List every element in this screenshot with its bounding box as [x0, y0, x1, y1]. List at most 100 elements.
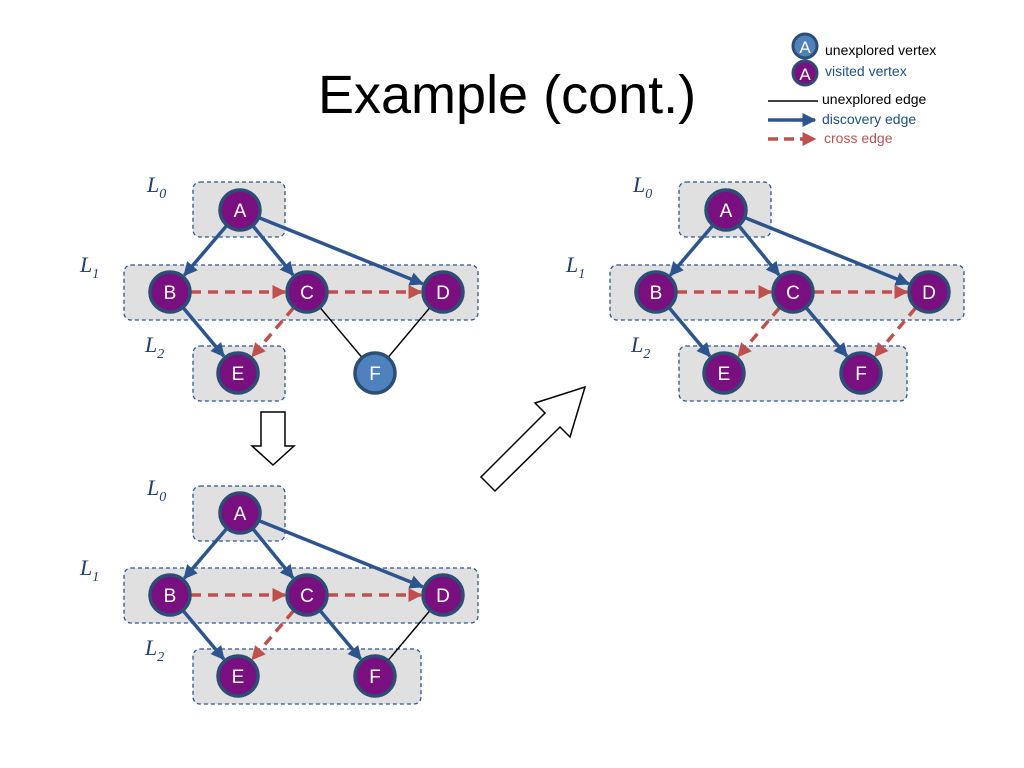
- vertex-b-circle: [148, 573, 192, 617]
- vertex-a-label: A: [234, 201, 247, 222]
- vertex-d-label: D: [436, 283, 450, 304]
- vertex-e-circle: [216, 654, 260, 698]
- vertex-d: D: [907, 270, 951, 314]
- vertex-a: A: [218, 491, 262, 535]
- vertex-b: B: [148, 270, 192, 314]
- legend-cross-edge-label: cross edge: [824, 130, 893, 146]
- edge-a-c-discovery: [737, 225, 781, 277]
- edge-a-d-discovery: [744, 216, 910, 286]
- vertex-c-label: C: [300, 283, 314, 304]
- level-label-l1: L1: [79, 252, 99, 282]
- vertex-c: C: [771, 270, 815, 314]
- legend-visited-vertex: A visited vertex: [791, 59, 907, 87]
- legend: A unexplored vertex A visited vertex une…: [768, 32, 936, 146]
- legend-unexplored-vertex-label: unexplored vertex: [825, 42, 936, 58]
- level-label-l1: L1: [565, 252, 585, 282]
- vertex-e: E: [702, 351, 746, 395]
- level-label-l1: L1: [79, 555, 99, 585]
- legend-unexplored-vertex: A unexplored vertex: [791, 32, 936, 60]
- vertex-d-circle: [907, 270, 951, 314]
- legend-unexplored-vertex-icon: [791, 32, 819, 60]
- edge-c-f-unexplored: [319, 306, 363, 359]
- vertex-f-label: F: [855, 364, 867, 385]
- edge-a-c-discovery: [251, 225, 295, 277]
- slide-title: Example (cont.): [318, 65, 697, 125]
- level-label-l2: L2: [630, 332, 650, 362]
- vertex-e: E: [216, 654, 260, 698]
- vertex-a: A: [704, 188, 748, 232]
- edge-a-d-discovery: [258, 216, 424, 286]
- legend-unexplored-vertex-letter: A: [799, 38, 811, 57]
- vertex-d: D: [421, 573, 465, 617]
- edge-c-f-discovery: [805, 306, 849, 358]
- level-label-l0: L0: [146, 475, 166, 505]
- level-label-l2: L2: [144, 332, 164, 362]
- vertex-c-circle: [285, 270, 329, 314]
- vertex-b: B: [148, 573, 192, 617]
- edge-c-e-cross: [250, 306, 295, 358]
- vertex-b-label: B: [164, 283, 177, 304]
- vertex-d: D: [421, 270, 465, 314]
- vertex-e-label: E: [232, 364, 245, 385]
- legend-visited-vertex-label: visited vertex: [825, 63, 907, 79]
- edge-c-e-cross: [736, 306, 781, 358]
- edge-b-e-discovery: [182, 609, 226, 661]
- vertex-e-label: E: [718, 364, 731, 385]
- vertex-f: F: [353, 351, 397, 395]
- edge-d-f-cross: [873, 306, 917, 358]
- vertex-a: A: [218, 188, 262, 232]
- vertex-a-circle: [218, 188, 262, 232]
- vertex-b-label: B: [164, 586, 177, 607]
- edge-a-c-discovery: [251, 528, 295, 580]
- edge-d-f-unexplored: [387, 609, 431, 662]
- vertex-c-label: C: [786, 283, 800, 304]
- vertex-a-circle: [704, 188, 748, 232]
- edge-b-e-discovery: [182, 306, 226, 358]
- vertex-d-circle: [421, 270, 465, 314]
- vertex-b-label: B: [650, 283, 663, 304]
- vertex-d-label: D: [922, 283, 936, 304]
- vertex-a-circle: [218, 491, 262, 535]
- edge-a-b-discovery: [668, 224, 714, 277]
- legend-visited-vertex-icon: [791, 59, 819, 87]
- vertex-c: C: [285, 270, 329, 314]
- vertex-f-circle: [353, 351, 397, 395]
- vertex-c: C: [285, 573, 329, 617]
- vertex-a-label: A: [720, 201, 733, 222]
- legend-cross-edge: cross edge: [768, 130, 893, 146]
- vertex-f-circle: [353, 654, 397, 698]
- diagonal-arrow-icon: [479, 385, 587, 493]
- edge-b-e-discovery: [668, 306, 712, 358]
- legend-visited-vertex-letter: A: [799, 65, 811, 84]
- vertex-d-label: D: [436, 586, 450, 607]
- vertex-c-circle: [771, 270, 815, 314]
- vertex-e: E: [216, 351, 260, 395]
- level-label-l2: L2: [144, 635, 164, 665]
- edge-a-b-discovery: [182, 527, 228, 580]
- legend-discovery-edge-label: discovery edge: [822, 111, 916, 127]
- level-label-l0: L0: [632, 172, 652, 202]
- vertex-a-label: A: [234, 504, 247, 525]
- vertex-f-label: F: [369, 667, 381, 688]
- legend-unexplored-edge-label: unexplored edge: [822, 91, 927, 107]
- vertex-d-circle: [421, 573, 465, 617]
- edge-c-e-cross: [250, 609, 295, 661]
- legend-discovery-edge: discovery edge: [768, 111, 916, 127]
- vertex-e-circle: [216, 351, 260, 395]
- legend-unexplored-edge: unexplored edge: [768, 91, 927, 107]
- vertex-f: F: [353, 654, 397, 698]
- edge-a-d-discovery: [258, 519, 424, 589]
- edge-a-b-discovery: [182, 224, 228, 277]
- vertex-e-circle: [702, 351, 746, 395]
- vertex-f-label: F: [369, 364, 381, 385]
- vertex-b-circle: [148, 270, 192, 314]
- edge-c-f-discovery: [319, 609, 363, 661]
- vertex-f: F: [839, 351, 883, 395]
- vertex-e-label: E: [232, 667, 245, 688]
- vertex-b: B: [634, 270, 678, 314]
- down-arrow-icon: [250, 411, 296, 467]
